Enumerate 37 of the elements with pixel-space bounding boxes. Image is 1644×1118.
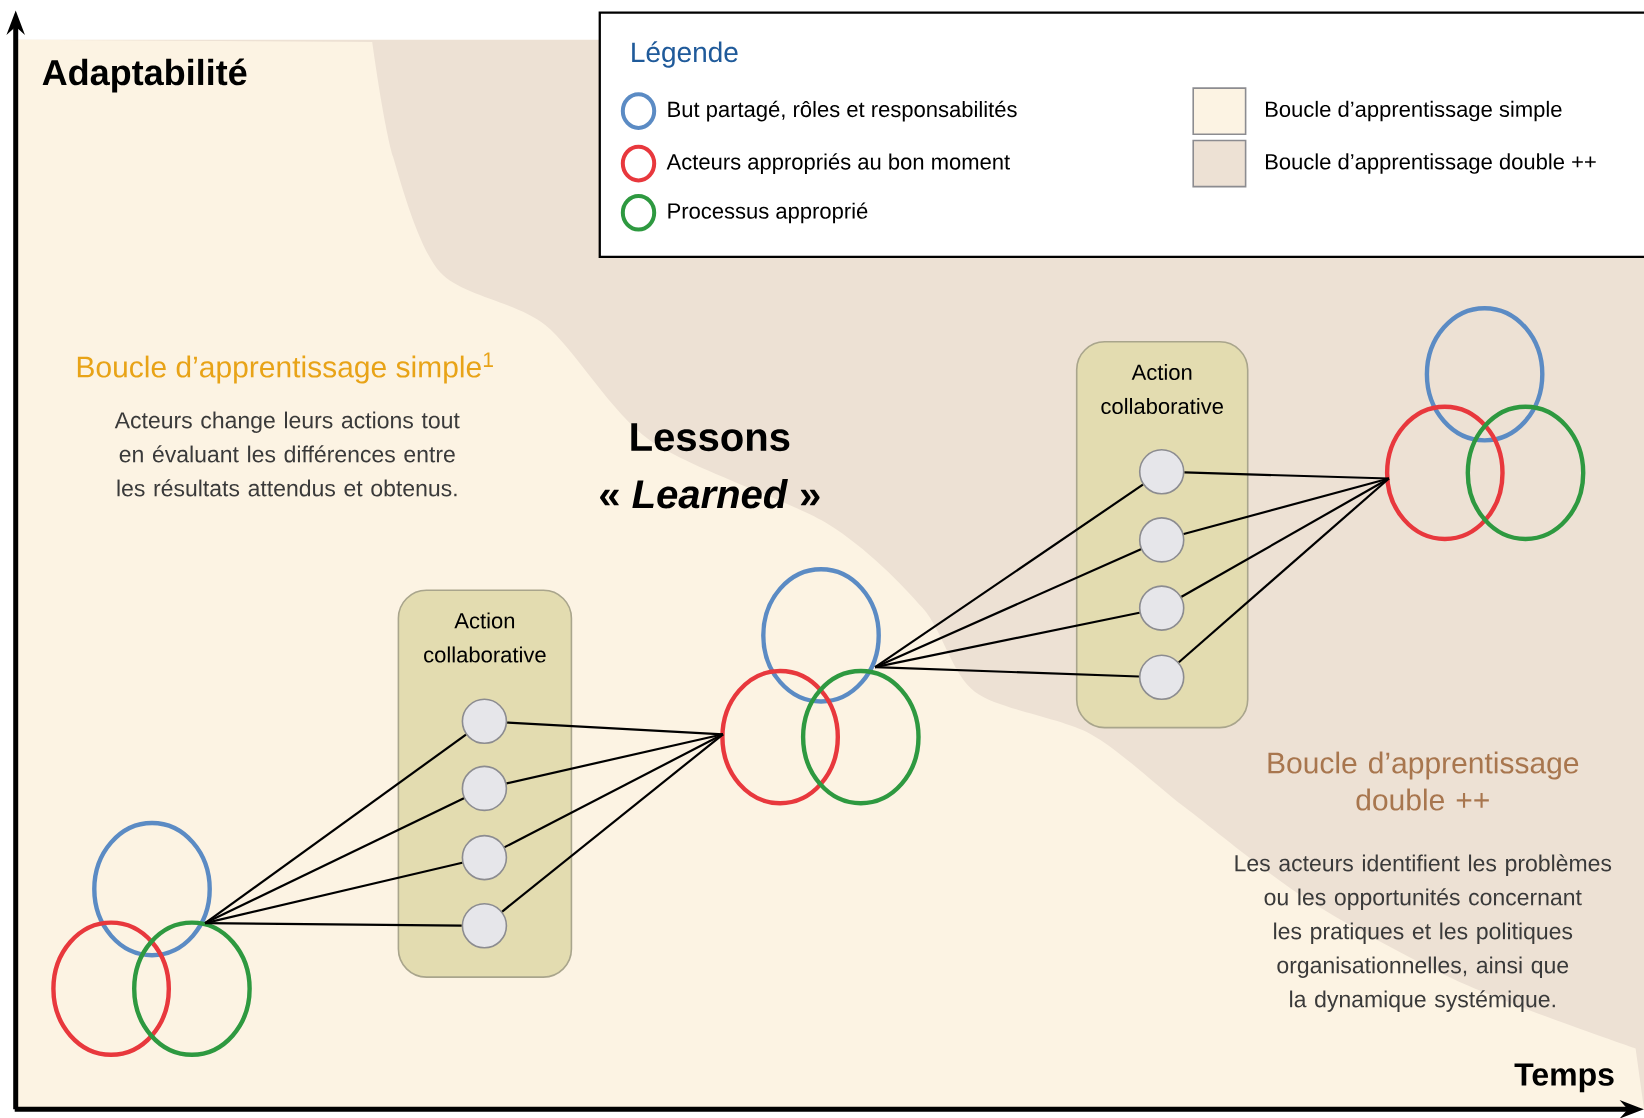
connector-line: [1178, 477, 1390, 664]
connector-line: [204, 733, 467, 924]
connector-line: [874, 548, 1142, 669]
axis-label: Adaptabilité: [42, 58, 247, 93]
connector-line: [1183, 477, 1390, 535]
heading: Boucle d’apprentissage double ++: [1268, 751, 1579, 811]
connector-line: [204, 861, 463, 925]
venn-diagram: [1384, 306, 1586, 542]
heading: Boucle d’apprentissage simple$^{1}$: [77, 352, 493, 384]
connector-line: [507, 721, 724, 736]
circle: [1138, 585, 1185, 631]
title-text: Lessons: [631, 423, 790, 452]
connector-line: [204, 797, 465, 925]
title-text: « Learned »: [600, 479, 820, 509]
venn-diagram: [720, 567, 921, 806]
venn-diagram: [51, 820, 252, 1057]
circle: [461, 834, 508, 881]
circle: [1138, 517, 1185, 563]
axis-label: Temps: [1514, 1063, 1614, 1093]
description: Les acteurs identifient les problèmes ou les opportunités concernant les pratiques et les politiques organisationnelles, ainsi que la dynamique systémique.: [1235, 854, 1612, 1012]
description: Acteurs change leurs actions tout en évaluant les différences entre les résultats attendus et obtenus.: [114, 411, 460, 497]
connector-line: [1184, 471, 1389, 480]
circle: [461, 765, 508, 812]
connector-line: [501, 733, 724, 913]
legend-title: Légende: [632, 41, 738, 68]
connector-line: [504, 733, 724, 849]
circle: [1138, 449, 1185, 495]
legend-text: Processus approprié: [668, 202, 868, 224]
circle: [461, 698, 508, 745]
circle: [461, 903, 508, 949]
legend-text: Boucle d’apprentissage double ++: [1266, 153, 1596, 174]
legend-text: Boucle d’apprentissage simple: [1266, 100, 1562, 122]
legend-text: Acteurs appropriés au bon moment: [666, 153, 1010, 174]
connector-line: [205, 922, 462, 927]
circle: [1138, 654, 1185, 701]
connector-line: [875, 666, 1139, 678]
legend-text: But partagé, rôles et responsabilités: [668, 100, 1017, 122]
